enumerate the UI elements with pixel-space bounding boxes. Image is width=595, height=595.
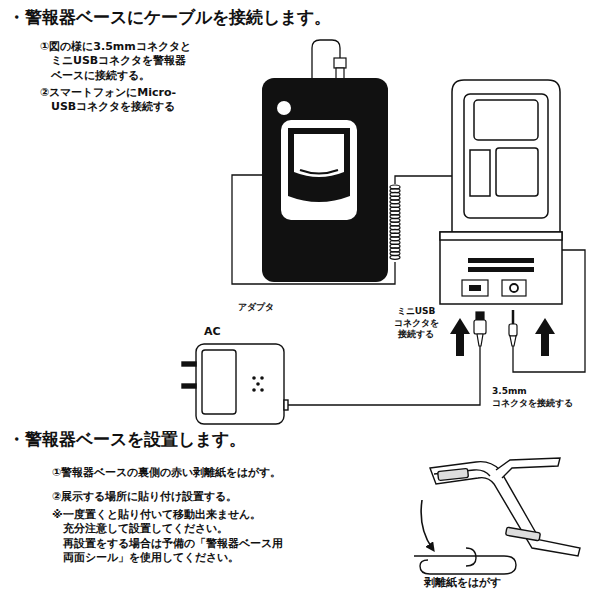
stroke-rect bbox=[469, 285, 481, 291]
stroke-circle bbox=[510, 284, 518, 292]
stroke-circle bbox=[277, 101, 291, 115]
stroke-rect bbox=[509, 324, 517, 336]
stroke-rect bbox=[506, 527, 541, 541]
step-text: ②スマートフォンにMicro- USBコネクタを接続する bbox=[40, 86, 229, 115]
stroke-path bbox=[466, 548, 476, 566]
stroke-rect bbox=[468, 267, 534, 272]
stroke-rect bbox=[202, 350, 236, 414]
stroke-circle bbox=[260, 376, 264, 380]
stroke-path bbox=[510, 336, 516, 346]
stroke-circle bbox=[260, 388, 264, 392]
stroke-circle bbox=[256, 382, 260, 386]
stroke-rect bbox=[464, 94, 548, 218]
stroke-rect bbox=[440, 232, 562, 304]
stroke-path bbox=[477, 334, 483, 346]
stroke-path bbox=[421, 500, 432, 548]
coil-cord bbox=[390, 185, 400, 259]
base-install-illustration bbox=[414, 458, 580, 574]
stroke-path bbox=[414, 556, 516, 574]
stroke-path bbox=[288, 128, 350, 202]
stroke-ellipse bbox=[390, 255, 400, 259]
stroke-rect bbox=[281, 120, 357, 220]
ac-adapter bbox=[182, 344, 288, 424]
stroke-rect bbox=[474, 320, 486, 334]
stroke-path bbox=[294, 134, 344, 177]
stroke-rect bbox=[196, 344, 284, 424]
stroke-path bbox=[284, 346, 480, 405]
step-text: ①図の様に3.5mmコネクタと ミニUSBコネクタを警報器 ベースに接続する。 bbox=[40, 40, 229, 83]
cables bbox=[232, 40, 585, 405]
caption-label: 剥離紙をはがす bbox=[424, 576, 554, 590]
stroke-path bbox=[470, 150, 490, 196]
step-text: ②展示する場所に貼り付け設置する。 bbox=[52, 490, 382, 504]
insert-arrows bbox=[450, 318, 555, 356]
stroke-circle bbox=[252, 376, 256, 380]
mini-usb-plug bbox=[334, 58, 346, 80]
stroke-path bbox=[420, 560, 430, 574]
stroke-path bbox=[535, 318, 555, 356]
stroke-rect bbox=[438, 468, 469, 480]
connector-label: ミニUSB コネクタを 接続する bbox=[384, 306, 448, 341]
heading: ・警報器ベースにケーブルを接続します。 bbox=[8, 6, 568, 28]
stroke-rect bbox=[502, 280, 526, 296]
stroke-rect bbox=[334, 58, 346, 68]
stroke-rect bbox=[476, 312, 484, 320]
stroke-path bbox=[300, 170, 338, 174]
smartphone bbox=[262, 78, 388, 282]
stroke-line bbox=[512, 310, 515, 324]
stroke-rect bbox=[440, 232, 562, 240]
part-label: アダプタ bbox=[238, 302, 308, 314]
stroke-rect bbox=[496, 148, 538, 196]
stroke-path bbox=[496, 458, 560, 478]
stroke-rect bbox=[284, 400, 288, 410]
stroke-rect bbox=[182, 384, 196, 388]
step-text: ①警報器ベースの裏側の赤い剥離紙をはがす。 bbox=[52, 466, 382, 480]
note-text: ※一度置くと貼り付いて移動出来ません。 充分注意して設置してください。 再設置を… bbox=[52, 508, 393, 565]
stroke-rect bbox=[262, 78, 388, 282]
part-label: AC bbox=[204, 325, 244, 339]
heading: ・警報器ベースを設置します。 bbox=[8, 428, 388, 450]
stroke-circle bbox=[252, 388, 256, 392]
stroke-rect bbox=[474, 100, 538, 140]
stroke-rect bbox=[468, 258, 534, 263]
base-plugs bbox=[474, 310, 517, 346]
connector-label: 3.5mm コネクタを接続する bbox=[492, 386, 592, 409]
stroke-rect bbox=[462, 280, 488, 296]
alarm-base bbox=[440, 80, 562, 304]
vent-dots bbox=[252, 376, 264, 392]
stroke-rect bbox=[182, 362, 196, 366]
stroke-path bbox=[450, 318, 470, 356]
